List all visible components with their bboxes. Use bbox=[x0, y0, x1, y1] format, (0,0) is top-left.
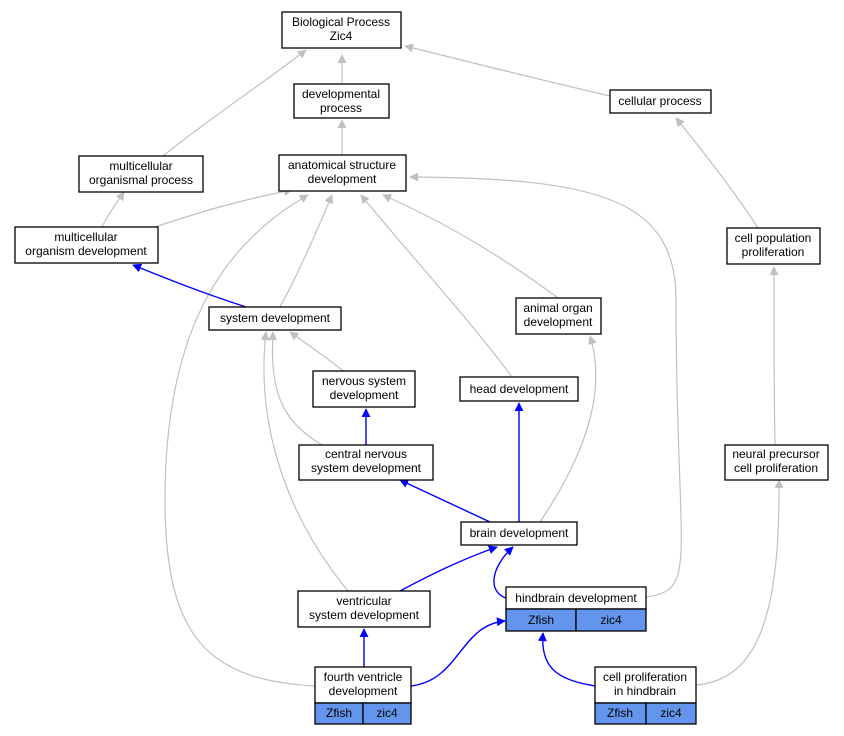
edge-cnsd-to-sysdev bbox=[268, 331, 323, 446]
tag-cell bbox=[362, 702, 412, 725]
node-label-line: multicellular bbox=[54, 230, 117, 244]
node-label-line: Zic4 bbox=[330, 29, 353, 43]
node-multicellular-organismal-process[interactable]: multicellular organismal process bbox=[78, 155, 204, 193]
node-label-line: cell population bbox=[735, 231, 812, 245]
node-developmental-process[interactable]: developmental process bbox=[293, 83, 390, 119]
node-label-line: anatomical structure bbox=[288, 158, 396, 172]
edge-fvd-to-hbdev bbox=[410, 617, 506, 687]
node-label-line: development bbox=[329, 684, 398, 698]
node-neural-precursor-cell-proliferation[interactable]: neural precursor cell proliferation bbox=[724, 444, 829, 481]
edge-cpp-to-cellproc bbox=[675, 117, 759, 229]
edge-cpih-to-npcp bbox=[695, 479, 784, 686]
node-label-line: brain development bbox=[470, 526, 569, 540]
edge-vsd-to-braindev bbox=[399, 545, 498, 592]
node-nervous-system-development[interactable]: nervous system development bbox=[312, 370, 416, 408]
edge-sysdev-to-mod bbox=[132, 263, 247, 308]
node-label-line: development bbox=[524, 315, 593, 329]
edge-vsd-to-sysdev bbox=[260, 331, 349, 592]
tag-cell bbox=[575, 608, 647, 632]
tag-label: zic4 bbox=[376, 706, 398, 720]
node-label-line: head development bbox=[470, 382, 569, 396]
node-brain-development[interactable]: brain development bbox=[460, 521, 578, 546]
node-label-line: organism development bbox=[25, 244, 147, 258]
node-head-development[interactable]: head development bbox=[459, 376, 579, 402]
node-label-line: cell proliferation bbox=[734, 461, 818, 475]
edge-mod-to-mop bbox=[101, 191, 125, 228]
node-label-line: development bbox=[308, 172, 377, 186]
edge-headdev-to-asd bbox=[360, 194, 513, 378]
edge-hbdev-to-asd bbox=[409, 172, 682, 598]
node-label-line: neural precursor bbox=[732, 447, 819, 461]
node-label-line: system development bbox=[220, 311, 331, 325]
edge-braindev-to-aod bbox=[539, 335, 597, 523]
tag-label: Zfish bbox=[326, 706, 352, 720]
node-label-line: system development bbox=[311, 461, 422, 475]
node-animal-organ-development[interactable]: animal organ development bbox=[515, 297, 602, 335]
edge-nsd-to-sysdev bbox=[289, 331, 344, 372]
node-label-line: organismal process bbox=[89, 173, 193, 187]
edge-cpih-to-hbdev bbox=[537, 632, 596, 687]
tag-label: Zfish bbox=[528, 613, 554, 627]
node-fourth-ventricle-development[interactable]: fourth ventricle development Zfish zic4 bbox=[314, 666, 412, 725]
node-label-line: ventricular bbox=[336, 594, 391, 608]
node-label-line: cell proliferation bbox=[603, 670, 687, 684]
node-label-line: cellular process bbox=[618, 94, 701, 108]
node-label-line: system development bbox=[309, 608, 420, 622]
node-label-line: animal organ bbox=[523, 301, 592, 315]
node-central-nervous-system-development[interactable]: central nervous system development bbox=[298, 444, 434, 481]
nodes: Biological Process Zic4 developmental pr… bbox=[14, 11, 829, 725]
edge-mop-to-bp bbox=[162, 49, 307, 157]
node-label-line: multicellular bbox=[109, 159, 172, 173]
edge-aod-to-asd bbox=[382, 194, 559, 299]
tag-label: Zfish bbox=[607, 706, 633, 720]
node-label-line: proliferation bbox=[742, 245, 805, 259]
node-anatomical-structure-development[interactable]: anatomical structure development bbox=[278, 154, 407, 192]
node-ventricular-system-development[interactable]: ventricular system development bbox=[297, 590, 431, 628]
tag-cell bbox=[645, 702, 697, 725]
node-label-line: Biological Process bbox=[292, 15, 390, 29]
tag-label: zic4 bbox=[660, 706, 682, 720]
node-cellular-process[interactable]: cellular process bbox=[609, 89, 712, 114]
edge-sysdev-to-asd bbox=[279, 194, 333, 308]
edge-npcp-to-cpp bbox=[769, 266, 779, 446]
edge-braindev-to-cnsd bbox=[399, 479, 491, 523]
node-label-line: fourth ventricle bbox=[324, 670, 403, 684]
node-multicellular-organism-development[interactable]: multicellular organism development bbox=[14, 226, 159, 264]
edge-hbdev-to-braindev bbox=[493, 546, 514, 599]
node-label-line: hindbrain development bbox=[515, 591, 637, 605]
node-label-line: developmental bbox=[302, 87, 380, 101]
node-label-line: development bbox=[330, 388, 399, 402]
node-label-line: process bbox=[320, 101, 362, 115]
node-label-line: central nervous bbox=[325, 447, 407, 461]
edge-mod-to-asd bbox=[154, 187, 293, 228]
node-biological-process[interactable]: Biological Process Zic4 bbox=[281, 11, 402, 49]
node-label-line: in hindbrain bbox=[614, 684, 676, 698]
tag-label: zic4 bbox=[600, 613, 622, 627]
node-cell-population-proliferation[interactable]: cell population proliferation bbox=[726, 227, 821, 265]
node-system-development[interactable]: system development bbox=[208, 306, 342, 331]
edge-fvd-to-asd bbox=[164, 194, 316, 687]
node-cell-proliferation-in-hindbrain[interactable]: cell proliferation in hindbrain Zfish zi… bbox=[594, 666, 697, 725]
edge-cellproc-to-bp bbox=[404, 43, 611, 97]
node-hindbrain-development[interactable]: hindbrain development Zfish zic4 bbox=[505, 586, 647, 632]
node-label-line: nervous system bbox=[322, 374, 406, 388]
edges bbox=[101, 43, 784, 687]
